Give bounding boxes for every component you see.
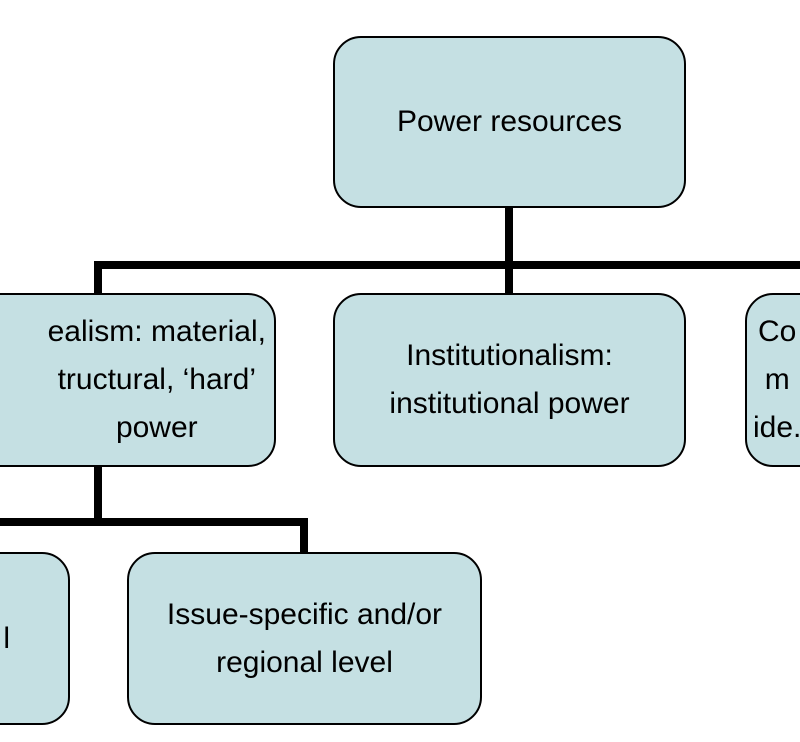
node-realism: ealism: material, tructural, ‘hard’ powe… bbox=[0, 293, 276, 467]
node-power-resources: Power resources bbox=[333, 36, 686, 208]
node-constructivism: Co m ide. bbox=[745, 293, 800, 467]
node-label-issue-specific: Issue-specific and/or regional level bbox=[166, 597, 443, 679]
node-label-realism: ealism: material, tructural, ‘hard’ powe… bbox=[47, 315, 266, 444]
node-label-constructivism: Co m ide. bbox=[753, 315, 800, 444]
node-label-institutionalism: Institutionalism: institutional power bbox=[389, 339, 630, 420]
node-issue-specific: Issue-specific and/or regional level bbox=[127, 552, 482, 725]
node-institutionalism: Institutionalism: institutional power bbox=[333, 293, 686, 467]
node-label-level2-left: l bbox=[3, 621, 10, 655]
node-label-power-resources: Power resources bbox=[396, 105, 623, 138]
node-level2-left: l bbox=[0, 552, 70, 725]
